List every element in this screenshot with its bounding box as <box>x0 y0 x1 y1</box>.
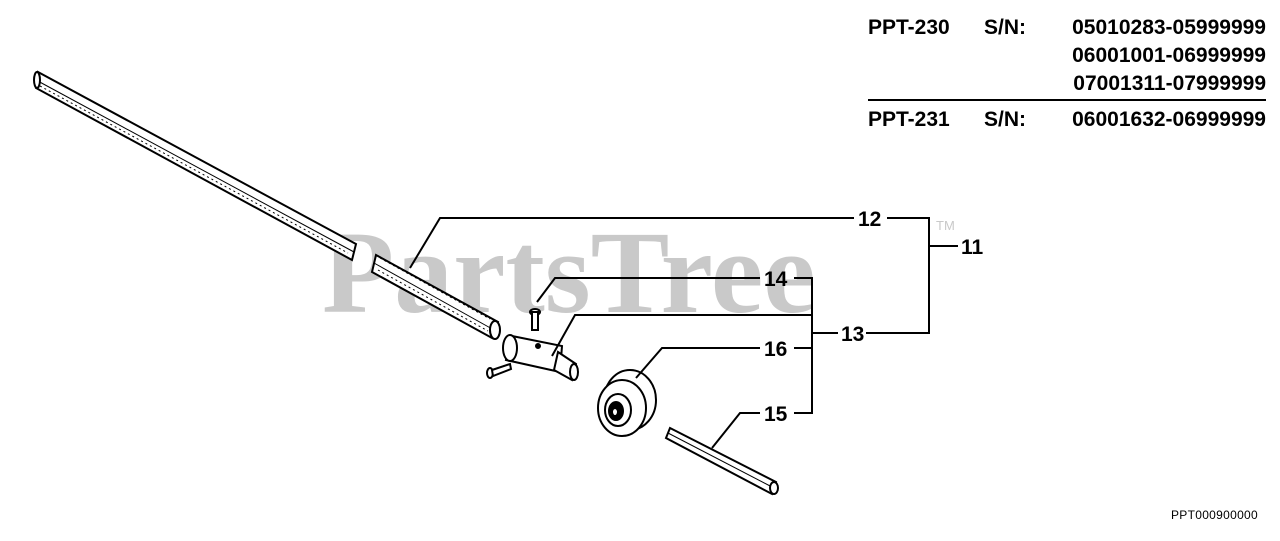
square-drive-shaft[interactable] <box>664 426 779 496</box>
header-row-4-model: PPT-231 <box>868 108 950 131</box>
header-row-1-range: 05010283-05999999 <box>1072 16 1266 39</box>
leader-lines <box>409 217 958 449</box>
callout-13[interactable]: 13 <box>841 323 864 346</box>
screw-upper[interactable] <box>529 308 541 331</box>
callout-numbers: 12 11 14 13 16 15 <box>764 208 984 426</box>
header-row-2-range: 06001001-06999999 <box>1072 44 1266 67</box>
screw-lower[interactable] <box>486 362 513 379</box>
header-row-1-model: PPT-230 <box>868 16 950 39</box>
ball-bearing[interactable] <box>597 369 657 437</box>
header-row-4-sn-label: S/N: <box>984 108 1026 131</box>
diagram-code: PPT000900000 <box>1170 508 1258 522</box>
header-row-3-range: 07001311-07999999 <box>1073 72 1266 95</box>
header-row-4-range: 06001632-06999999 <box>1072 108 1266 131</box>
header-row-1-sn-label: S/N: <box>984 16 1026 39</box>
callout-15[interactable]: 15 <box>764 403 788 426</box>
watermark-trademark: TM <box>936 218 955 233</box>
shaft-coupler[interactable] <box>502 334 579 382</box>
short-shaft-section[interactable] <box>370 253 501 340</box>
callout-11[interactable]: 11 <box>961 236 984 259</box>
callout-14[interactable]: 14 <box>764 268 788 291</box>
long-drive-shaft[interactable] <box>33 70 358 262</box>
callout-16[interactable]: 16 <box>764 338 787 361</box>
callout-12[interactable]: 12 <box>858 208 881 231</box>
